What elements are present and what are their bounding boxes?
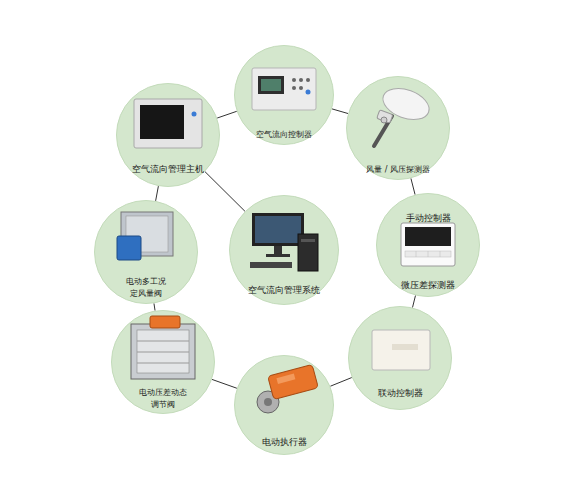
- volume-valve: [117, 212, 173, 260]
- label-holder: 风量 / 风压探测器: [346, 157, 450, 176]
- linkage-controller: [372, 330, 430, 370]
- controller-panel: [252, 68, 316, 110]
- device-label: 风量 / 风压探测器: [366, 163, 430, 175]
- device-label: 微压差探测器: [401, 279, 455, 291]
- circle-fill: [235, 356, 334, 455]
- label-holder: 电动压差动态调节阀: [111, 386, 215, 411]
- circle-fill: [235, 46, 334, 145]
- device-label: 联动控制器: [378, 387, 423, 399]
- host-panel: [134, 99, 202, 148]
- device-label: 手动控制器: [406, 212, 451, 224]
- connector-line: [217, 111, 237, 118]
- circle-fill: [112, 311, 215, 414]
- connector-line: [205, 172, 245, 212]
- air-sensor: [374, 83, 433, 146]
- device-label: 空气流向管理主机: [132, 163, 204, 175]
- connector-line: [413, 295, 416, 307]
- device-label: 空气流向控制器: [256, 128, 312, 140]
- label-holder: 空气流向管理系统: [229, 278, 339, 297]
- device-label: 空气流向管理系统: [248, 284, 320, 296]
- connector-stroke: [411, 178, 415, 194]
- connector-line: [212, 379, 237, 388]
- connector-line: [154, 303, 155, 310]
- label-holder: 空气流向控制器: [234, 122, 334, 141]
- circle-fill: [349, 307, 452, 410]
- connector-stroke: [205, 172, 245, 212]
- connector-stroke: [332, 109, 348, 114]
- computer-system: [250, 213, 318, 271]
- connector-line: [156, 186, 159, 201]
- circle-fill: [347, 77, 450, 180]
- label-holder: 空气流向管理主机: [116, 157, 220, 176]
- connector-stroke: [156, 186, 159, 201]
- connector-line: [332, 109, 348, 114]
- label-holder: 电动多工况定风量阀: [94, 275, 198, 300]
- circle-fill: [117, 84, 220, 187]
- device-label: 电动压差动态调节阀: [138, 386, 188, 410]
- connector-line: [330, 378, 351, 387]
- label-holder: 微压差探测器: [376, 273, 480, 292]
- connector-stroke: [217, 111, 237, 118]
- circle-fill: [95, 201, 198, 304]
- connector-stroke: [413, 295, 416, 307]
- device-label: 电动多工况定风量阀: [125, 275, 167, 299]
- device-circle: 空气流向管理系统: [229, 195, 339, 305]
- circle-fill: [377, 194, 480, 297]
- connector-stroke: [212, 379, 237, 388]
- device-circle: 电动执行器: [234, 355, 334, 455]
- actuator: [257, 364, 318, 413]
- device-label: 电动执行器: [262, 436, 307, 448]
- connector-line: [411, 178, 415, 194]
- regulating-valve: [131, 316, 195, 379]
- pressure-sensor-box: [401, 223, 455, 266]
- circle-fill: [230, 196, 339, 305]
- connector-stroke: [330, 378, 351, 387]
- label-holder: 电动执行器: [234, 430, 334, 449]
- connector-stroke: [154, 303, 155, 310]
- label-holder: 手动控制器: [376, 206, 480, 225]
- label-holder: 联动控制器: [348, 381, 452, 400]
